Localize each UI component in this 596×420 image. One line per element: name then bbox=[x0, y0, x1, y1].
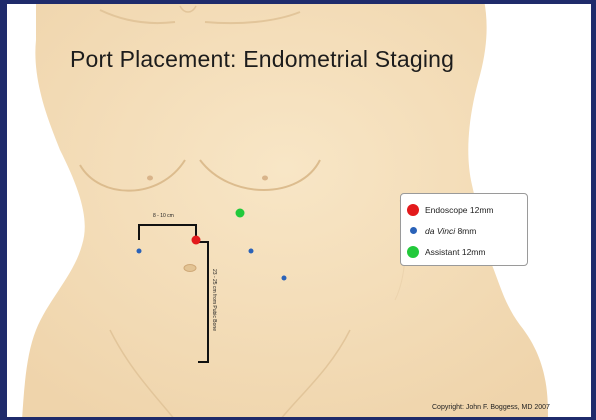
horizontal-distance-label: 8 - 10 cm bbox=[153, 213, 174, 219]
blue-dot-icon bbox=[410, 227, 417, 234]
davinci-port-marker-lower bbox=[282, 276, 287, 281]
davinci-port-marker-right bbox=[249, 249, 254, 254]
legend-item-endoscope: Endoscope 12mm bbox=[407, 199, 521, 220]
legend-label-davinci-size: 8mm bbox=[455, 226, 476, 236]
green-circle-icon bbox=[407, 246, 419, 258]
davinci-port-marker-left bbox=[137, 249, 142, 254]
frame-right bbox=[591, 0, 596, 420]
legend-label-davinci-name: da Vinci bbox=[425, 226, 455, 236]
vertical-distance-label: 23 - 25 cm from Pubic Bone bbox=[211, 269, 217, 331]
nipple-right bbox=[262, 176, 268, 181]
red-circle-icon bbox=[407, 204, 419, 216]
legend-label-endoscope: Endoscope 12mm bbox=[425, 205, 494, 215]
legend-item-assistant: Assistant 12mm bbox=[407, 241, 521, 262]
nipple-left bbox=[147, 176, 153, 181]
frame-top bbox=[0, 0, 596, 4]
legend-item-davinci: da Vinci 8mm bbox=[407, 220, 521, 241]
endoscope-port-marker bbox=[192, 236, 201, 245]
copyright-notice: Copyright: John F. Boggess, MD 2007 bbox=[432, 404, 550, 411]
legend: Endoscope 12mm da Vinci 8mm Assistant 12… bbox=[400, 193, 528, 266]
legend-label-assistant: Assistant 12mm bbox=[425, 247, 485, 257]
frame-left bbox=[0, 0, 7, 420]
navel bbox=[184, 265, 196, 272]
assistant-port-marker bbox=[236, 209, 245, 218]
slide-title: Port Placement: Endometrial Staging bbox=[70, 46, 454, 73]
